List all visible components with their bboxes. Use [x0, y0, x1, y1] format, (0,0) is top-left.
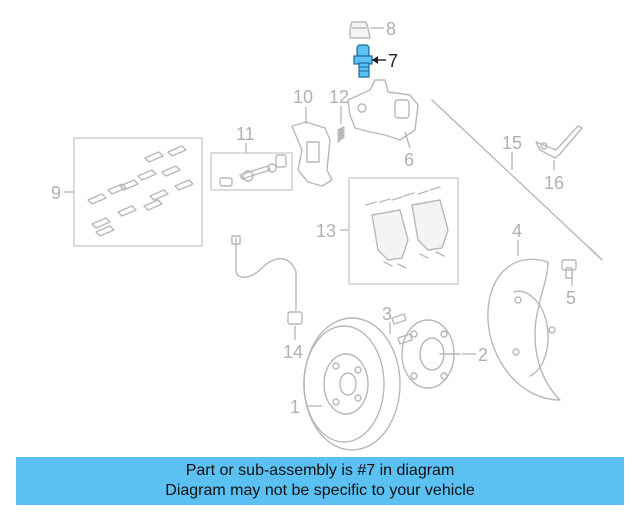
- part-16-bracket: [535, 125, 583, 159]
- info-banner: Part or sub-assembly is #7 in diagram Di…: [16, 457, 624, 505]
- part-15-cable: [431, 99, 603, 261]
- callout-9: 9: [51, 183, 61, 203]
- banner-line-2: Diagram may not be specific to your vehi…: [165, 482, 475, 499]
- part-9-clips: [87, 145, 194, 237]
- part-12-spring: [337, 126, 345, 143]
- part-9-box: [73, 137, 203, 247]
- callout-2: 2: [478, 345, 488, 365]
- callout-8: 8: [386, 19, 396, 39]
- callout-3: 3: [382, 304, 392, 324]
- banner-line-1: Part or sub-assembly is #7 in diagram: [185, 462, 455, 479]
- callout-16: 16: [544, 173, 564, 193]
- callout-4: 4: [512, 221, 522, 241]
- part-6-caliper-bracket: [347, 79, 419, 141]
- part-11-guide-pins: [219, 154, 287, 187]
- callout-14: 14: [283, 342, 303, 362]
- leader-7-arrow: [372, 56, 378, 64]
- callout-13: 13: [316, 221, 336, 241]
- callout-7: 7: [388, 51, 398, 71]
- part-4-dust-shield: [487, 258, 561, 401]
- part-8-cap: [349, 21, 371, 39]
- callout-6: 6: [404, 150, 414, 170]
- callout-10: 10: [293, 87, 313, 107]
- part-11-box: [210, 152, 293, 191]
- part-7-highlighted: [353, 44, 373, 78]
- callout-12: 12: [329, 87, 349, 107]
- part-2-hub: [401, 319, 461, 389]
- part-1-rotor: [303, 317, 401, 451]
- part-14-sensor: [231, 235, 303, 325]
- part-3-studs: [391, 313, 413, 345]
- callout-1: 1: [290, 397, 300, 417]
- callout-11: 11: [236, 124, 255, 144]
- leader-6: [404, 131, 411, 149]
- part-10-anchor: [291, 121, 333, 187]
- callout-15: 15: [502, 133, 522, 153]
- part-5-bolt: [561, 259, 577, 279]
- part-13-box: [348, 177, 459, 285]
- part-13-brake-pads: [365, 186, 449, 269]
- callout-5: 5: [566, 288, 576, 308]
